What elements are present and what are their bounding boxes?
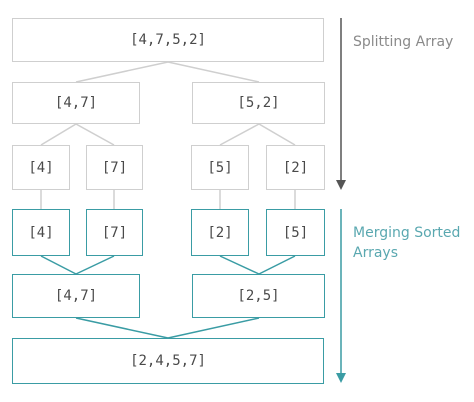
split-connector — [219, 123, 260, 146]
split-leaf-box: [2] — [266, 145, 325, 190]
split-leaf-box: [7] — [86, 145, 143, 190]
split-phase-label: Splitting Array — [353, 34, 454, 50]
split-leaf-box: [5] — [191, 145, 249, 190]
split-connector — [75, 61, 169, 83]
split-connector — [75, 123, 115, 146]
merge-connectors — [40, 255, 296, 339]
merge-phase-label: Merging Sorted Arrays — [353, 223, 460, 263]
split-arrow-head — [336, 180, 346, 190]
merge-connector — [75, 255, 115, 275]
merge-leaf-box: [7] — [86, 209, 143, 256]
split-leaf-box: [4] — [12, 145, 70, 190]
split-right-box: [5,2] — [192, 82, 325, 124]
merge-connector — [75, 317, 169, 339]
merge-right-box: [2,5] — [192, 274, 325, 318]
merge-left-box: [4,7] — [12, 274, 140, 318]
split-connectors — [40, 61, 296, 209]
merge-connector — [219, 255, 260, 275]
split-connector — [40, 123, 77, 146]
merge-root-box: [2,4,5,7] — [12, 338, 324, 384]
merge-connector — [258, 255, 296, 275]
split-left-box: [4,7] — [12, 82, 140, 124]
merge-leaf-box: [4] — [12, 209, 70, 256]
merge-arrow-head — [336, 373, 346, 383]
merge-connector — [40, 255, 77, 275]
merge-leaf-box: [2] — [191, 209, 249, 256]
merge-leaf-box: [5] — [266, 209, 325, 256]
merge-phase-label-line2: Arrays — [353, 245, 399, 261]
split-connector — [258, 123, 296, 146]
split-root-box: [4,7,5,2] — [12, 18, 324, 62]
merge-phase-label-line1: Merging Sorted — [353, 225, 461, 241]
split-connector — [167, 61, 260, 83]
merge-connector — [167, 317, 260, 339]
